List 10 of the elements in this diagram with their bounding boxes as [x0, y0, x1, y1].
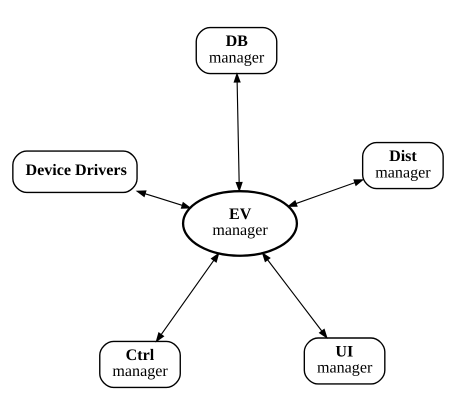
arrow	[136, 190, 192, 208]
arrow	[286, 178, 364, 206]
arrow	[155, 252, 220, 342]
node-box: Device Drivers	[12, 150, 138, 193]
arrow	[234, 72, 243, 192]
node-box: Ctrl manager	[99, 340, 181, 388]
node-box: UI manager	[304, 336, 386, 384]
node-box: DB manager	[196, 26, 278, 74]
arrow	[262, 251, 328, 338]
node-box: Dist manager	[362, 141, 444, 189]
